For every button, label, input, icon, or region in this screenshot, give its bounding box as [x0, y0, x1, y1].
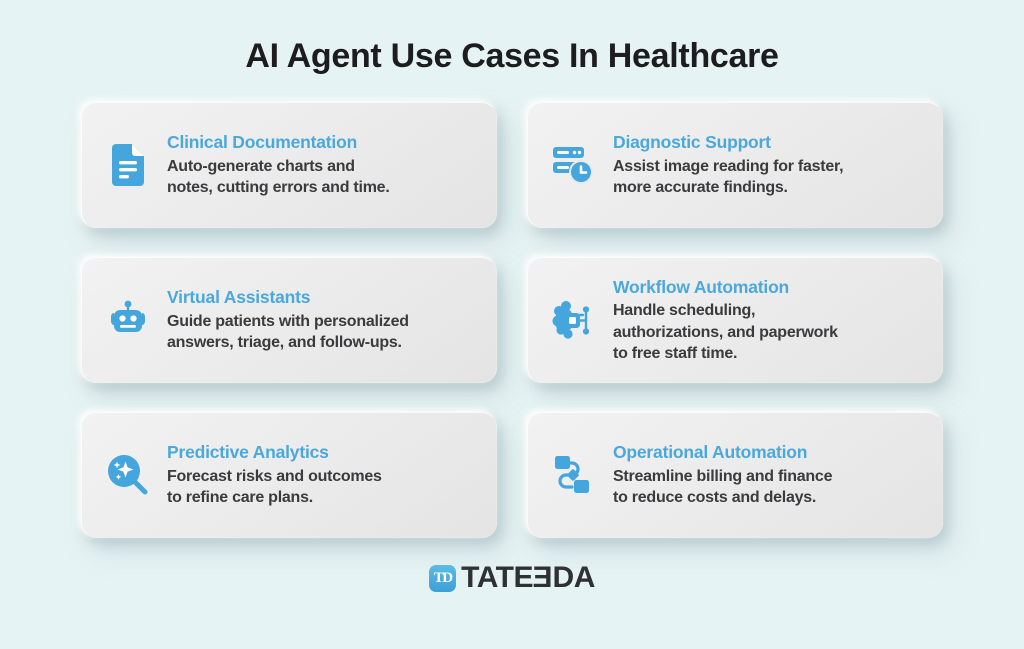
- card-description: Auto-generate charts and notes, cutting …: [167, 158, 390, 197]
- logo-word-part3: DA: [552, 561, 596, 595]
- ai-chip-icon: [551, 297, 597, 343]
- logo-mark-icon: TD: [429, 564, 457, 592]
- logo-word-part1: TAT: [461, 561, 514, 595]
- logo-mark-text: TD: [433, 569, 453, 586]
- magnifier-sparkle-icon: [105, 452, 151, 498]
- card-title: Virtual Assistants: [167, 287, 311, 308]
- use-case-card[interactable]: Workflow Automation Handle scheduling, a…: [527, 257, 943, 384]
- robot-icon: [105, 297, 151, 343]
- card-description: Streamline billing and finance to reduce…: [613, 468, 833, 507]
- card-body: Operational Automation Streamline billin…: [613, 442, 925, 508]
- use-case-card[interactable]: Virtual Assistants Guide patients with p…: [81, 257, 497, 384]
- server-clock-icon: [551, 142, 597, 188]
- card-title: Diagnostic Support: [613, 132, 771, 153]
- card-title: Predictive Analytics: [167, 442, 329, 463]
- logo-word-flipped-e: E: [533, 561, 553, 595]
- use-case-card[interactable]: Diagnostic Support Assist image reading …: [527, 102, 943, 229]
- card-title: Operational Automation: [613, 442, 808, 463]
- card-title: Workflow Automation: [613, 276, 790, 297]
- card-body: Predictive Analytics Forecast risks and …: [167, 442, 479, 508]
- card-description: Forecast risks and outcomes to refine ca…: [167, 468, 382, 507]
- use-case-card[interactable]: Clinical Documentation Auto-generate cha…: [81, 102, 497, 229]
- use-case-card-grid: Clinical Documentation Auto-generate cha…: [81, 102, 943, 539]
- document-icon: [105, 142, 151, 188]
- card-body: Workflow Automation Handle scheduling, a…: [613, 277, 925, 365]
- card-body: Clinical Documentation Auto-generate cha…: [167, 132, 479, 198]
- use-case-card[interactable]: Operational Automation Streamline billin…: [527, 412, 943, 539]
- card-body: Virtual Assistants Guide patients with p…: [167, 287, 479, 353]
- use-case-card[interactable]: Predictive Analytics Forecast risks and …: [81, 412, 497, 539]
- logo-word-part2: E: [513, 561, 534, 595]
- card-description: Assist image reading for faster, more ac…: [613, 158, 844, 197]
- card-body: Diagnostic Support Assist image reading …: [613, 132, 925, 198]
- workflow-nodes-icon: [551, 452, 597, 498]
- card-description: Handle scheduling, authorizations, and p…: [613, 302, 838, 362]
- card-title: Clinical Documentation: [167, 132, 358, 153]
- page-title: AI Agent Use Cases In Healthcare: [245, 37, 779, 75]
- card-description: Guide patients with personalized answers…: [167, 313, 409, 352]
